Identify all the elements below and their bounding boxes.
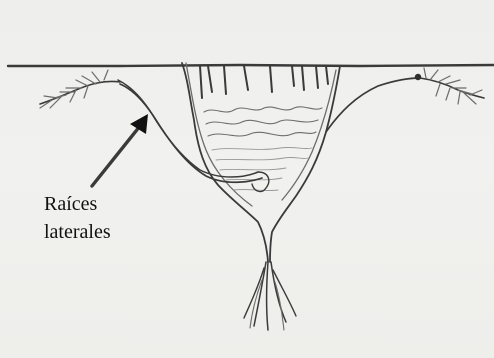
lateral-root-left — [40, 70, 269, 191]
root-node — [415, 74, 421, 80]
taproot — [182, 63, 340, 262]
lateral-roots-label: Raíces laterales — [44, 190, 111, 246]
lateral-root-right — [326, 68, 484, 132]
arrowhead — [130, 114, 148, 134]
label-line-1: Raíces — [44, 190, 111, 218]
ground-line — [8, 65, 494, 66]
stem-stubs — [200, 66, 328, 98]
label-line-2: laterales — [44, 218, 111, 246]
fine-roots-bottom — [244, 262, 296, 330]
annotation-arrow — [92, 114, 148, 186]
